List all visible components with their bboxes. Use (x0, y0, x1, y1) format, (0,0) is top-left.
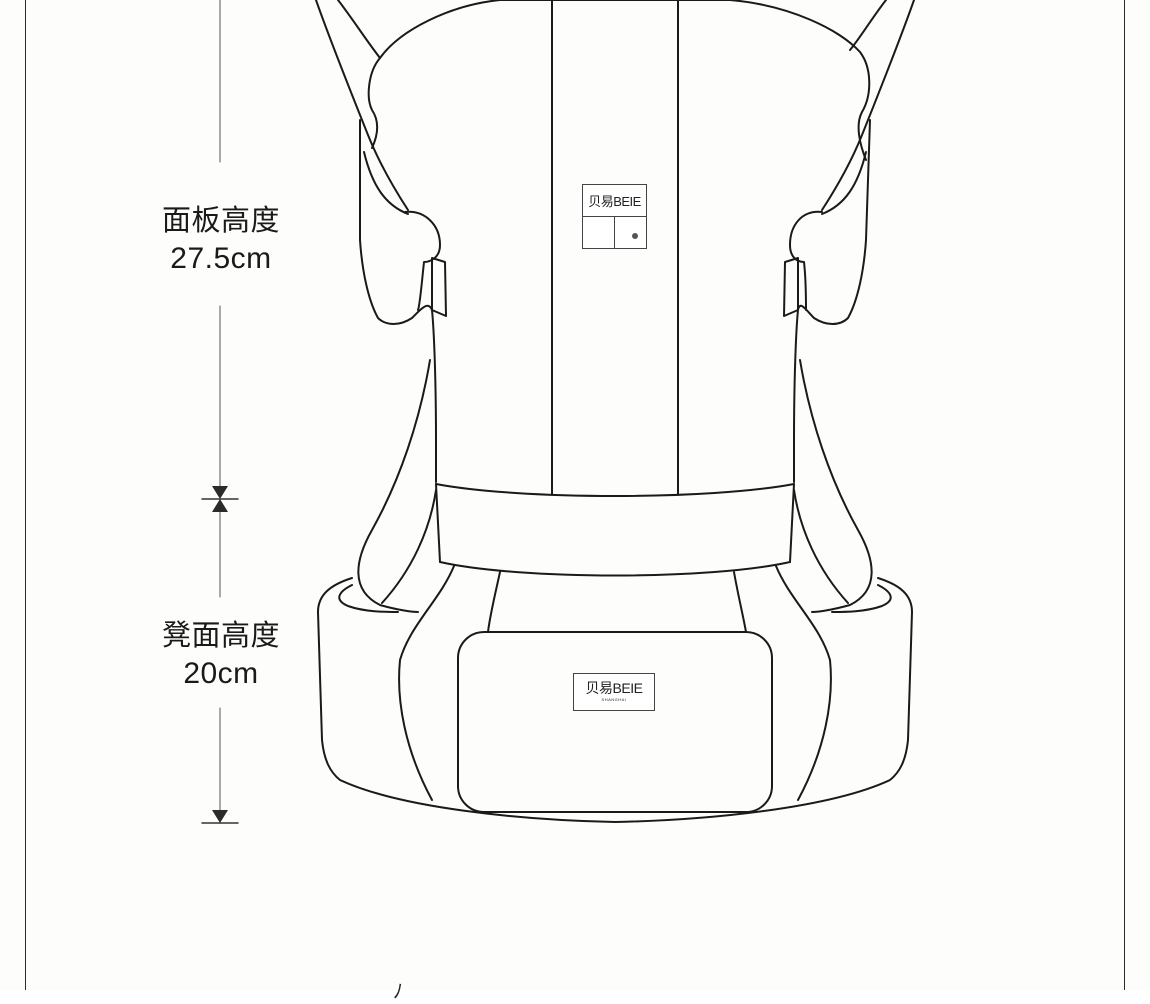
headrest-left-edge (367, 57, 381, 149)
left-side-strap-curve (363, 151, 409, 215)
left-shoulder-strap (315, 0, 409, 211)
seat-height-label: 凳面高度 20cm (141, 617, 301, 693)
seat-front-pocket (457, 631, 773, 813)
hip-seat-left-rim (338, 584, 399, 613)
seat-brand-tag: 贝易BEIE SHANGHAI (573, 673, 655, 711)
waist-belt-right-edge (789, 483, 795, 563)
panel-brand-tag: 贝易BEIE (582, 184, 647, 249)
left-buckle (404, 210, 441, 311)
waist-belt-top (435, 483, 795, 497)
right-buckle (789, 210, 823, 311)
left-hip-strap-inner (381, 489, 437, 604)
right-hip-strap-inner (793, 489, 849, 604)
seat-left-strap (398, 565, 455, 801)
hip-seat-outer (317, 577, 913, 823)
left-hip-strap-outer (357, 359, 431, 613)
left-side-panel (359, 119, 437, 483)
right-buckle-clip (783, 257, 799, 317)
waist-belt-bottom (439, 561, 791, 577)
seat-brand-subtext: SHANGHAI (601, 697, 627, 702)
arrow-up-seat (212, 499, 228, 512)
panel-brand-text: 贝易BEIE (588, 194, 641, 209)
panel-height-label: 面板高度 27.5cm (141, 202, 301, 278)
right-side-panel (793, 119, 871, 483)
panel-brand-grid (583, 216, 646, 249)
hip-seat-right-rim (831, 584, 892, 613)
seat-height-name: 凳面高度 (161, 620, 280, 652)
panel-height-name: 面板高度 (161, 205, 280, 237)
seat-right-strap (775, 565, 832, 801)
seat-brand-text: 贝易BEIE (585, 680, 643, 696)
arrow-down-panel (212, 486, 228, 499)
right-shoulder-strap-inner (849, 0, 887, 51)
headrest-outline (379, 0, 871, 161)
right-hip-strap-outer (799, 359, 873, 613)
panel-brand-dot-icon (632, 233, 638, 239)
seat-left-strap-inner (487, 571, 501, 633)
left-shoulder-strap-inner (337, 0, 381, 59)
waist-belt-left-edge (435, 483, 441, 563)
seat-height-value: 20cm (183, 657, 259, 690)
seat-right-strap-inner (733, 571, 747, 633)
left-buckle-clip (431, 257, 447, 317)
right-side-strap-curve (821, 151, 867, 215)
right-shoulder-strap (821, 0, 915, 211)
frame-border-left (25, 0, 26, 990)
panel-brand-divider (614, 217, 615, 249)
panel-height-value: 27.5cm (170, 242, 272, 275)
arrow-down-seat (212, 810, 228, 823)
frame-border-right (1124, 0, 1125, 990)
